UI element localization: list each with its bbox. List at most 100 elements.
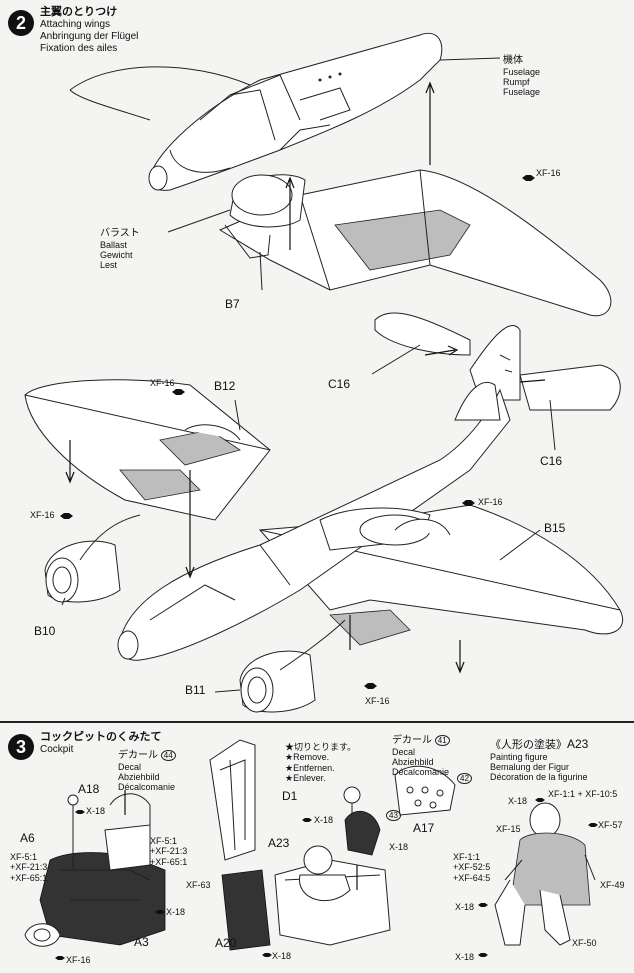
part-a17: A17 <box>413 821 435 835</box>
paint-xf63: XF-63 <box>186 880 211 890</box>
figure-de: Bemalung der Figur <box>490 762 570 773</box>
ballast-de: Gewicht <box>100 249 133 260</box>
step-3-header: コックピットのくみたて Cockpit <box>40 731 161 756</box>
part-c16-upper: C16 <box>328 377 351 391</box>
paint-xf5-mid-1: XF-5:1 <box>150 836 178 846</box>
step-2-header: 主翼のとりつけ Attaching wings Anbringung der F… <box>40 6 138 55</box>
remove-fr: ★Enlever. <box>285 773 326 784</box>
step-2-title-de: Anbringung der Flügel <box>40 31 139 43</box>
paint-xf21-mid: +XF-21:3 <box>150 846 188 857</box>
part-b11: B11 <box>185 683 206 697</box>
step-2-title-en: Attaching wings <box>40 19 111 31</box>
paint-xf16-left-wing: XF-16 <box>150 378 175 388</box>
figure-fr: Décoration de la figurine <box>490 772 588 783</box>
paint-xf65-left: +XF-65:1 <box>10 872 48 883</box>
decal-41-number: 41 <box>434 735 450 746</box>
remove-en: ★Remove. <box>285 752 330 763</box>
fuselage-jp: 機体 <box>503 55 523 66</box>
part-a20: A20 <box>215 936 237 950</box>
paint-xf16-right-wing: XF-16 <box>365 696 390 706</box>
paint-x18-a18: X-18 <box>86 806 106 816</box>
part-b12: B12 <box>214 379 236 393</box>
decal-44-fr: Décalcomanie <box>118 782 176 793</box>
fuselage-label: 機体 Fuselage Rumpf Fuselage <box>503 55 540 98</box>
figure-en: Painting figure <box>490 751 548 762</box>
paint-xf16-right-root: XF-16 <box>478 497 503 507</box>
fuselage-de: Rumpf <box>503 76 530 87</box>
decal-41-de: Abziehbild <box>392 756 434 767</box>
fig-paint-xf50: XF-50 <box>572 938 597 948</box>
leader-lines-step2 <box>61 57 556 693</box>
tail-drawing <box>374 312 621 411</box>
remove-note: ★切りとります。 ★Remove. ★Entfernen. ★Enlever. <box>285 742 356 783</box>
decal-44-number: 44 <box>160 750 176 761</box>
decal-43-number: 43 <box>386 810 401 822</box>
ballast-en: Ballast <box>100 239 128 250</box>
fig-paint-xf49: XF-49 <box>600 880 625 890</box>
paint-xf5-mid: XF-5:1 +XF-21:3 +XF-65:1 <box>150 836 187 867</box>
figure-label: 《人形の塗装》A23 Painting figure Bemalung der … <box>490 737 589 783</box>
decal-44-de: Abziehbild <box>118 771 160 782</box>
remove-jp: ★切りとります。 <box>285 742 357 752</box>
decal-44-en: Decal <box>118 761 142 772</box>
fig-paint-xf52: +XF-52:5 <box>453 862 491 873</box>
fig-paint-x18-bot: X-18 <box>455 952 475 962</box>
figure-part: A23 <box>567 737 589 751</box>
paint-xf5-left: XF-5:1 +XF-21:3 +XF-65:1 <box>10 852 47 883</box>
fig-paint-xf1b: XF-1:1 <box>453 852 481 862</box>
part-d1: D1 <box>282 789 298 803</box>
part-b10: B10 <box>34 624 56 638</box>
section-divider <box>0 721 634 723</box>
part-b15: B15 <box>544 521 566 535</box>
step-3-number: 3 <box>8 734 34 760</box>
paint-x18-d1: X-18 <box>314 815 334 825</box>
paint-markers-step3 <box>55 798 598 960</box>
fuselage-en: Fuselage <box>503 66 541 77</box>
paint-markers-step2 <box>60 175 535 689</box>
fuselage-fr: Fuselage <box>503 87 541 98</box>
fig-paint-x18-top: X-18 <box>508 796 528 806</box>
paint-xf16-fuselage: XF-16 <box>536 168 561 178</box>
fig-paint-mix: XF-1:1 +XF-52:5 +XF-64:5 <box>453 852 490 883</box>
remove-de: ★Entfernen. <box>285 762 335 773</box>
paint-x18-a20: X-18 <box>272 951 292 961</box>
fig-paint-xf15: XF-15 <box>496 824 521 834</box>
fig-paint-xf57: XF-57 <box>598 820 623 830</box>
step-2-title-fr: Fixation des ailes <box>40 43 118 55</box>
figure-jp: 《人形の塗装》 <box>490 739 567 751</box>
ballast-jp: バラスト <box>100 228 140 239</box>
step-3-title-en: Cockpit <box>40 744 74 756</box>
cockpit-tub-drawing <box>24 790 166 947</box>
pilot-figure-drawing <box>494 802 596 946</box>
decal-44-label: デカール 44 Decal Abziehbild Décalcomanie <box>118 750 176 793</box>
part-a18: A18 <box>78 782 100 796</box>
part-b7: B7 <box>225 297 240 311</box>
aircraft-main-drawing <box>24 379 623 713</box>
decal-41-en: Decal <box>392 746 416 757</box>
decal-41-label: デカール 41 Decal Abziehbild Décalcomanie <box>392 735 450 778</box>
decal-44-jp: デカール <box>118 750 158 761</box>
paint-xf16-a3: XF-16 <box>66 955 91 965</box>
paint-xf65-mid: +XF-65:1 <box>150 856 188 867</box>
paint-xf21-left: +XF-21:3 <box>10 862 48 873</box>
fuselage-upper-drawing <box>69 32 443 191</box>
ballast-label: バラスト Ballast Gewicht Lest <box>100 228 140 271</box>
step-2-title-jp: 主翼のとりつけ <box>40 6 118 18</box>
ballast-fr: Lest <box>100 260 118 271</box>
step-3-title-jp: コックピットのくみたて <box>40 731 162 743</box>
paint-xf5-left-1: XF-5:1 <box>10 852 38 862</box>
fig-paint-xf64: +XF-64:5 <box>453 872 491 883</box>
part-a23: A23 <box>268 836 290 850</box>
decal-41-fr: Décalcomanie <box>392 767 450 778</box>
fig-paint-xf1-xf10: XF-1:1 + XF-10:5 <box>548 789 618 799</box>
paint-x18-a3: X-18 <box>166 907 186 917</box>
decal-41-jp: デカール <box>392 735 432 746</box>
part-a6: A6 <box>20 831 35 845</box>
step-2-number: 2 <box>8 10 34 36</box>
part-a3: A3 <box>134 935 149 949</box>
fig-paint-x18-mid: X-18 <box>455 902 475 912</box>
seat-and-panel-drawing <box>209 739 456 951</box>
paint-xf16-left-root: XF-16 <box>30 510 55 520</box>
